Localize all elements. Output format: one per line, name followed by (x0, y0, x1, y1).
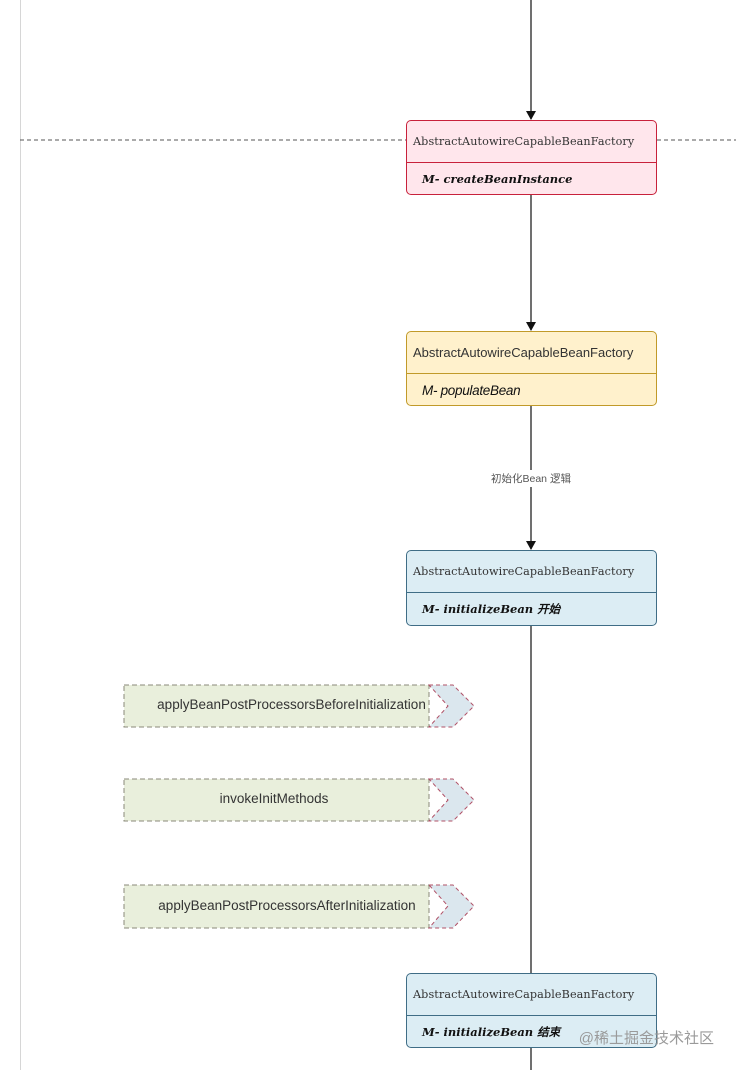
step-invoke-init-methods: invokeInitMethods (219, 791, 329, 806)
class-name-label: AbstractAutowireCapableBeanFactory (407, 332, 656, 374)
edge-label-init-bean-logic: 初始化Bean 逻辑 (489, 470, 573, 487)
class-box-populate-bean: AbstractAutowireCapableBeanFactory M- po… (406, 331, 657, 406)
class-name-label: AbstractAutowireCapableBeanFactory (407, 974, 656, 1016)
method-label: M- initializeBean 结束 (422, 1025, 561, 1039)
method-label: M- populateBean (422, 382, 521, 398)
class-box-create-bean-instance: AbstractAutowireCapableBeanFactory M- cr… (406, 120, 657, 195)
step-shape-1 (123, 684, 475, 728)
method-label: M- initializeBean 开始 (422, 602, 561, 616)
step-before-initialization: applyBeanPostProcessorsBeforeInitializat… (157, 697, 426, 712)
step-shape-3 (123, 884, 475, 929)
left-border-line (20, 0, 21, 1070)
class-box-initialize-bean-start: AbstractAutowireCapableBeanFactory M- in… (406, 550, 657, 626)
step-after-initialization: applyBeanPostProcessorsAfterInitializati… (158, 898, 416, 913)
watermark: @稀土掘金技术社区 (578, 1030, 714, 1047)
step-shape-2 (123, 778, 475, 822)
class-name-label: AbstractAutowireCapableBeanFactory (407, 551, 656, 593)
class-box-initialize-bean-end: AbstractAutowireCapableBeanFactory M- in… (406, 973, 657, 1048)
class-name-label: AbstractAutowireCapableBeanFactory (407, 121, 656, 163)
method-label: M- createBeanInstance (422, 172, 573, 186)
